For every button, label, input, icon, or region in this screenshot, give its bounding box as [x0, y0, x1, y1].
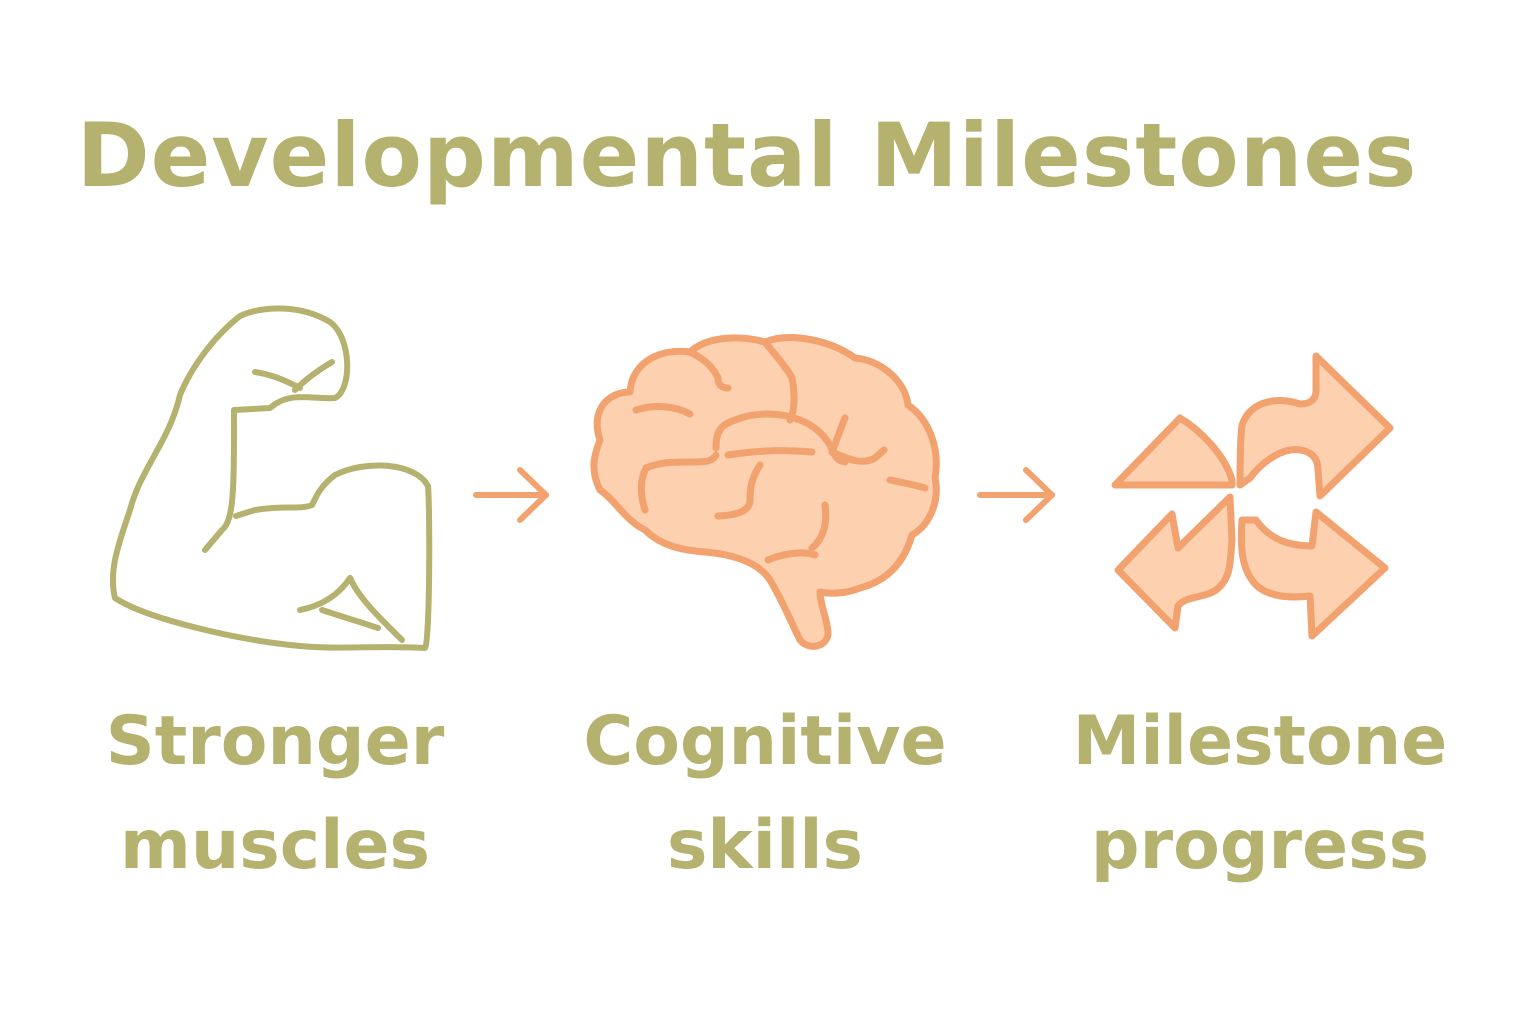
brain-icon: [590, 334, 940, 650]
step-label-cognitive-skills: Cognitive skills: [540, 690, 990, 898]
step-label-line: Stronger: [105, 702, 445, 781]
diagram-title: Developmental Milestones: [76, 104, 1418, 207]
arrow-right-icon: [977, 467, 1055, 523]
step-label-stronger-muscles: Stronger muscles: [60, 690, 490, 898]
diverging-arrows-icon: [1111, 352, 1394, 640]
step-label-line: progress: [1090, 806, 1430, 885]
step-label-line: Milestone: [1072, 702, 1448, 781]
step-label-line: Cognitive: [583, 702, 947, 781]
step-label-milestone-progress: Milestone progress: [1030, 690, 1490, 898]
step-label-line: muscles: [120, 806, 430, 885]
arrow-right-icon: [473, 467, 549, 523]
step-label-line: skills: [666, 806, 864, 885]
flexed-arm-icon: [109, 305, 433, 651]
